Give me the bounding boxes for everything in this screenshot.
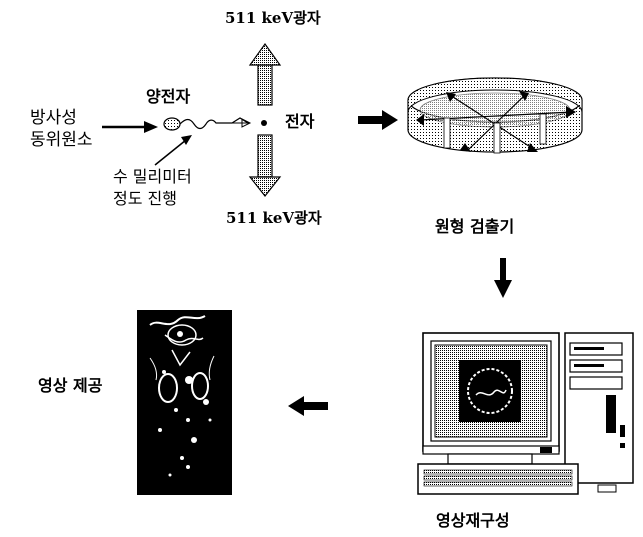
output-label: 영상 제공: [38, 376, 103, 395]
positron-label: 양전자: [146, 87, 191, 106]
body-scan-icon: [137, 310, 232, 495]
photon-bottom-label: 511 keV광자: [226, 209, 322, 227]
positron-path: [179, 117, 249, 130]
photon-top-label: 511 keV광자: [225, 9, 321, 27]
source-label: 방사성 동위원소: [30, 108, 93, 150]
reconstruction-label: 영상재구성: [436, 511, 510, 530]
arrow-to-detector: [358, 110, 398, 130]
photon-up-arrow: [248, 42, 282, 106]
positron-icon: [163, 117, 181, 131]
electron-icon: [261, 120, 267, 126]
ring-detector-icon: [407, 77, 583, 154]
photon-down-arrow: [248, 134, 282, 197]
arrow-to-output: [288, 396, 328, 416]
detector-label: 원형 검출기: [435, 217, 515, 236]
travel-pointer-arrow: [154, 135, 192, 166]
arrow-to-computer: [494, 258, 512, 298]
computer-icon: [417, 332, 634, 495]
electron-label: 전자: [285, 112, 315, 131]
source-arrow: [102, 121, 158, 133]
travel-label: 수 밀리미터 정도 진행: [113, 167, 192, 208]
